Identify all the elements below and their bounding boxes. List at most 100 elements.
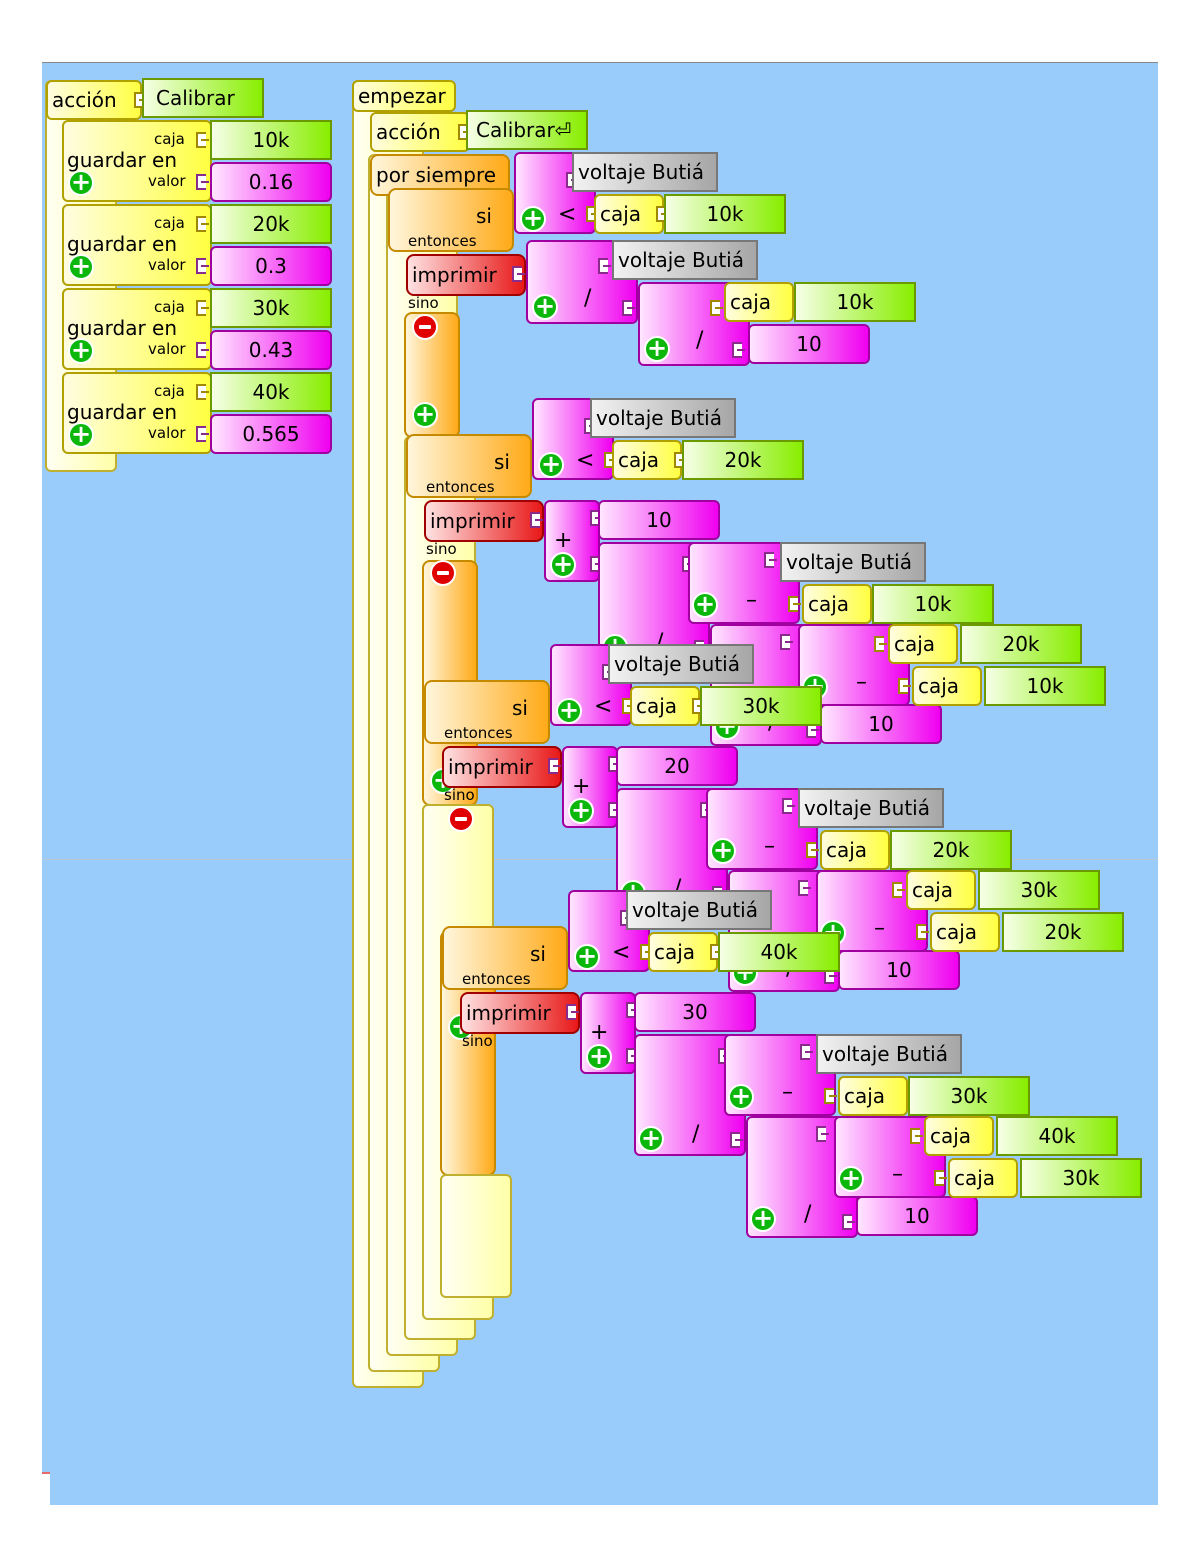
- store-box-name-1[interactable]: 10k: [210, 120, 332, 160]
- sensor-block-1[interactable]: voltaje Butiá: [572, 152, 718, 192]
- sub2-boxb-value-4[interactable]: 40k: [996, 1116, 1118, 1156]
- threshold-value-4[interactable]: 40k: [718, 932, 840, 972]
- print-block-1[interactable]: imprimir: [406, 254, 526, 296]
- sum-offset-4[interactable]: 30: [634, 992, 756, 1032]
- if-block-3[interactable]: [424, 680, 550, 744]
- sub-box-value-3[interactable]: 20k: [890, 830, 1012, 870]
- action-name-field[interactable]: Calibrar: [142, 78, 264, 118]
- if-block-2[interactable]: [406, 434, 532, 498]
- else-label-2: sino: [426, 542, 457, 557]
- sum-add-icon-3[interactable]: [568, 798, 594, 824]
- else-remove-icon-2[interactable]: [430, 560, 456, 586]
- sub-add-icon-3[interactable]: [710, 838, 736, 864]
- else-add-icon-1[interactable]: [412, 402, 438, 428]
- sub-sensor-block-3[interactable]: voltaje Butiá: [798, 788, 944, 828]
- threshold-value-3[interactable]: 30k: [700, 686, 822, 726]
- sub-add-icon-4[interactable]: [728, 1084, 754, 1110]
- sub2-boxc-value-4[interactable]: 30k: [1020, 1158, 1142, 1198]
- sub2-boxb-value-2[interactable]: 20k: [960, 624, 1082, 664]
- sub2-boxb-value-3[interactable]: 30k: [978, 870, 1100, 910]
- div2-box-block-1[interactable]: caja: [724, 282, 794, 322]
- sub2-boxc-value-3[interactable]: 20k: [1002, 912, 1124, 952]
- div-add-icon-1[interactable]: [532, 294, 558, 320]
- store-box-name-4[interactable]: 40k: [210, 372, 332, 412]
- threshold-value-2[interactable]: 20k: [682, 440, 804, 480]
- sensor-block-3[interactable]: voltaje Butiá: [608, 644, 754, 684]
- sub2-boxc-block-2[interactable]: caja: [912, 666, 982, 706]
- div2-ten-2[interactable]: 10: [820, 704, 942, 744]
- sub-box-block-3[interactable]: caja: [820, 830, 890, 870]
- sub-box-value-2[interactable]: 10k: [872, 584, 994, 624]
- box-block-2[interactable]: caja: [612, 440, 682, 480]
- print-block-2[interactable]: imprimir: [424, 500, 544, 542]
- sub2-add-icon-4[interactable]: [838, 1166, 864, 1192]
- sub-add-icon-2[interactable]: [692, 592, 718, 618]
- store-box-name-3[interactable]: 30k: [210, 288, 332, 328]
- print-block-4[interactable]: imprimir: [460, 992, 580, 1034]
- action-hat-block[interactable]: acción: [46, 80, 142, 120]
- store-box-name-2[interactable]: 20k: [210, 204, 332, 244]
- if4-frame[interactable]: [440, 1174, 512, 1298]
- div2-ten-4[interactable]: 10: [856, 1196, 978, 1236]
- sub2-boxc-socket-2: [898, 678, 911, 694]
- sensor-block-2[interactable]: voltaje Butiá: [590, 398, 736, 438]
- store-value-number-3[interactable]: 0.43: [210, 330, 332, 370]
- sub-box-value-4[interactable]: 30k: [908, 1076, 1030, 1116]
- store-value-number-2[interactable]: 0.3: [210, 246, 332, 286]
- call-action-block[interactable]: acción: [370, 112, 470, 152]
- box-block-3[interactable]: caja: [630, 686, 700, 726]
- start-hat-block[interactable]: empezar: [352, 80, 456, 112]
- else-remove-icon-1[interactable]: [412, 314, 438, 340]
- sub-box-block-3-text: caja: [826, 838, 868, 862]
- call-action-name[interactable]: Calibrar⏎: [466, 110, 588, 150]
- div2-ten-3[interactable]: 10: [838, 950, 960, 990]
- div2-box-value-1[interactable]: 10k: [794, 282, 916, 322]
- div2-add-icon-4[interactable]: [750, 1206, 776, 1232]
- store-value-label-4: valor: [148, 426, 186, 441]
- sub2-boxc-block-3[interactable]: caja: [930, 912, 1000, 952]
- store-box-label-1: caja: [154, 132, 185, 147]
- sub-box-block-2[interactable]: caja: [802, 584, 872, 624]
- compare-add-icon-2[interactable]: [538, 452, 564, 478]
- sensor-block-4[interactable]: voltaje Butiá: [626, 890, 772, 930]
- sum-add-icon-2[interactable]: [550, 552, 576, 578]
- store-add-icon-4[interactable]: [68, 422, 94, 448]
- if-block-1[interactable]: [388, 188, 514, 252]
- store-value-number-1[interactable]: 0.16: [210, 162, 332, 202]
- div2-ten-3-text: 10: [886, 958, 912, 982]
- sum-offset-3[interactable]: 20: [616, 746, 738, 786]
- sub2-boxb-block-2[interactable]: caja: [888, 624, 958, 664]
- div2-ten-1[interactable]: 10: [748, 324, 870, 364]
- box-block-4[interactable]: caja: [648, 932, 718, 972]
- store-value-number-4-text: 0.565: [242, 422, 300, 446]
- else-label-2-text: sino: [426, 540, 457, 558]
- else-remove-icon-3[interactable]: [448, 806, 474, 832]
- compare-add-icon-3[interactable]: [556, 698, 582, 724]
- compare-add-icon-1[interactable]: [520, 206, 546, 232]
- sum-offset-2[interactable]: 10: [598, 500, 720, 540]
- box-block-1[interactable]: caja: [594, 194, 664, 234]
- store-label-4: guardar en: [67, 402, 177, 422]
- div2-add-icon-1[interactable]: [644, 336, 670, 362]
- div-add-icon-4[interactable]: [638, 1126, 664, 1152]
- sub2-boxb-block-4[interactable]: caja: [924, 1116, 994, 1156]
- div-sensor-block-1[interactable]: voltaje Butiá: [612, 240, 758, 280]
- sub2-boxb-block-3[interactable]: caja: [906, 870, 976, 910]
- print-block-3[interactable]: imprimir: [442, 746, 562, 788]
- if-label-4: si: [530, 944, 546, 964]
- store-add-icon-2[interactable]: [68, 254, 94, 280]
- store-add-icon-3[interactable]: [68, 338, 94, 364]
- store-box-label-2: caja: [154, 216, 185, 231]
- threshold-value-1[interactable]: 10k: [664, 194, 786, 234]
- if-block-4[interactable]: [442, 926, 568, 990]
- compare-add-icon-4[interactable]: [574, 944, 600, 970]
- sub2-boxc-value-2[interactable]: 10k: [984, 666, 1106, 706]
- store-value-number-4[interactable]: 0.565: [210, 414, 332, 454]
- sub2-boxc-block-4[interactable]: caja: [948, 1158, 1018, 1198]
- sub-sensor-block-2[interactable]: voltaje Butiá: [780, 542, 926, 582]
- store-add-icon-1[interactable]: [68, 170, 94, 196]
- sum-add-icon-4[interactable]: [586, 1044, 612, 1070]
- sub-sensor-block-4[interactable]: voltaje Butiá: [816, 1034, 962, 1074]
- sub-box-block-4[interactable]: caja: [838, 1076, 908, 1116]
- sub2-boxb-block-4-text: caja: [930, 1124, 972, 1148]
